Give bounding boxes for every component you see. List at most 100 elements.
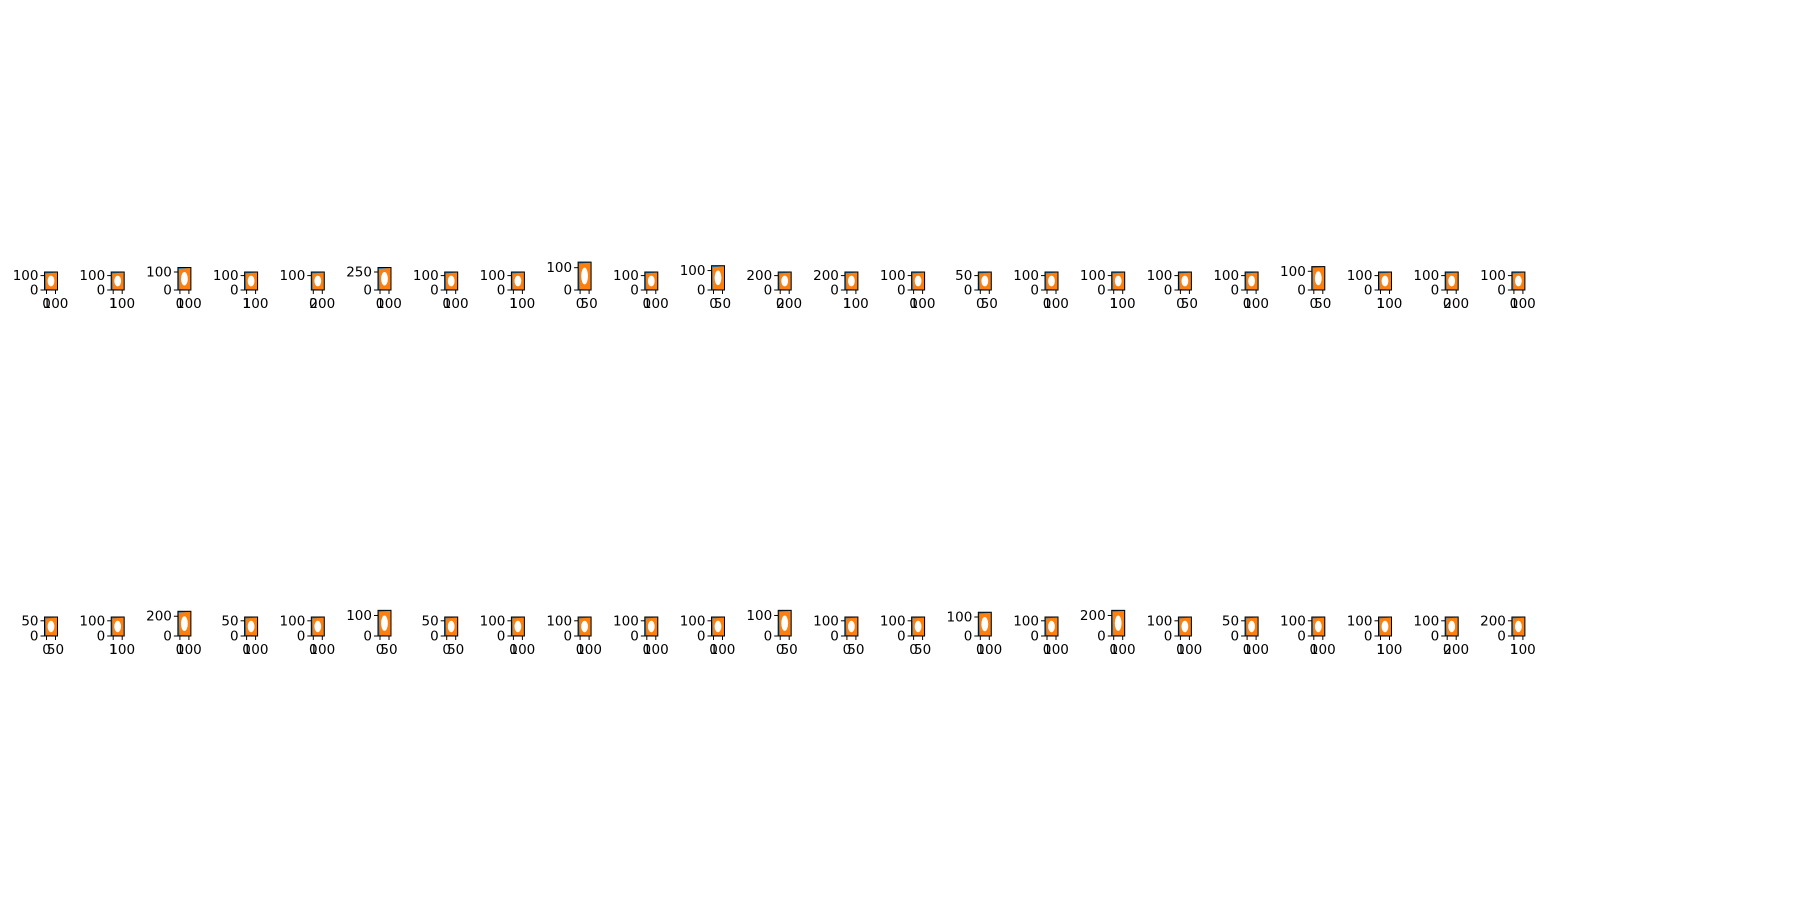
- y-tick-label: 0: [363, 629, 372, 645]
- x-tick-label: 0: [576, 642, 585, 658]
- y-tick-label: 0: [30, 283, 39, 299]
- y-tick-label: 0: [564, 629, 573, 645]
- x-tick-label: 50: [847, 642, 864, 658]
- interior-hole: [314, 620, 322, 633]
- y-tick-label: 100: [880, 268, 906, 284]
- y-tick-label: 0: [1030, 629, 1039, 645]
- interior-hole: [581, 620, 588, 633]
- y-tick-label: 0: [97, 283, 106, 299]
- y-tick-label: 100: [1013, 613, 1039, 629]
- interior-hole: [381, 272, 388, 286]
- y-tick-label: 100: [1413, 268, 1439, 284]
- y-tick-label: 0: [1497, 283, 1506, 299]
- x-tick-label: 100: [510, 296, 536, 312]
- y-tick-label: 0: [830, 283, 839, 299]
- axes-frame: [510, 616, 525, 637]
- x-tick-label: 100: [376, 296, 402, 312]
- x-tick-label: 0: [1443, 296, 1452, 312]
- x-tick-label: 100: [1177, 642, 1203, 658]
- x-tick-label: 100: [1043, 642, 1069, 658]
- interior-hole: [1515, 620, 1522, 633]
- y-tick-label: 100: [546, 613, 572, 629]
- y-tick-label: 100: [680, 613, 706, 629]
- x-tick-label: 0: [1243, 642, 1252, 658]
- x-tick-label: 50: [447, 642, 464, 658]
- x-tick-label: 200: [776, 296, 802, 312]
- x-tick-label: 0: [909, 642, 918, 658]
- y-tick-label: 0: [97, 629, 106, 645]
- y-tick-label: 0: [230, 629, 239, 645]
- y-tick-label: 0: [764, 629, 773, 645]
- y-tick-label: 100: [613, 268, 639, 284]
- x-tick-label: 0: [309, 296, 318, 312]
- x-tick-label: 50: [1314, 296, 1331, 312]
- y-tick-label: 100: [1347, 613, 1373, 629]
- y-tick-label: 0: [297, 629, 306, 645]
- interior-hole: [381, 615, 388, 631]
- interior-hole: [781, 275, 789, 287]
- x-tick-label: 100: [1243, 642, 1269, 658]
- x-tick-label: 1: [509, 296, 518, 312]
- axes-frame: [577, 616, 592, 637]
- x-tick-label: 100: [1310, 642, 1336, 658]
- axes-frame: [510, 271, 525, 291]
- y-tick-label: 100: [480, 268, 506, 284]
- panel-row-2: 5000501000110020000100500010010000100100…: [21, 608, 1535, 658]
- axes-frame: [1044, 271, 1059, 291]
- interior-hole: [114, 620, 122, 633]
- x-tick-label: 0: [376, 296, 385, 312]
- x-tick-label: 0: [242, 642, 251, 658]
- x-tick-label: 0: [1176, 296, 1185, 312]
- interior-hole: [1381, 620, 1389, 633]
- axes-frame: [310, 616, 325, 637]
- axes-frame: [1044, 616, 1059, 637]
- y-tick-label: 0: [1231, 629, 1240, 645]
- y-tick-label: 0: [1097, 629, 1106, 645]
- y-tick-label: 100: [1480, 268, 1506, 284]
- x-tick-label: 100: [1510, 296, 1536, 312]
- y-tick-label: 0: [1164, 629, 1173, 645]
- x-tick-label: 100: [109, 296, 135, 312]
- x-tick-label: 1: [109, 296, 118, 312]
- axes-frame: [1378, 616, 1392, 637]
- axes-frame: [711, 265, 725, 291]
- axes-frame: [1311, 616, 1326, 637]
- x-tick-label: 100: [443, 296, 469, 312]
- interior-hole: [447, 620, 455, 633]
- x-tick-label: 1: [843, 296, 852, 312]
- y-tick-label: 0: [430, 283, 439, 299]
- y-tick-label: 0: [697, 629, 706, 645]
- x-tick-label: 0: [643, 296, 652, 312]
- y-tick-label: 100: [1147, 268, 1173, 284]
- interior-hole: [981, 275, 989, 287]
- axes-frame: [1244, 271, 1259, 291]
- y-tick-label: 0: [430, 629, 439, 645]
- interior-hole: [1248, 275, 1255, 287]
- interior-hole: [1248, 620, 1255, 633]
- y-tick-label: 0: [1497, 629, 1506, 645]
- x-tick-label: 100: [1510, 642, 1536, 658]
- x-tick-label: 1: [109, 642, 118, 658]
